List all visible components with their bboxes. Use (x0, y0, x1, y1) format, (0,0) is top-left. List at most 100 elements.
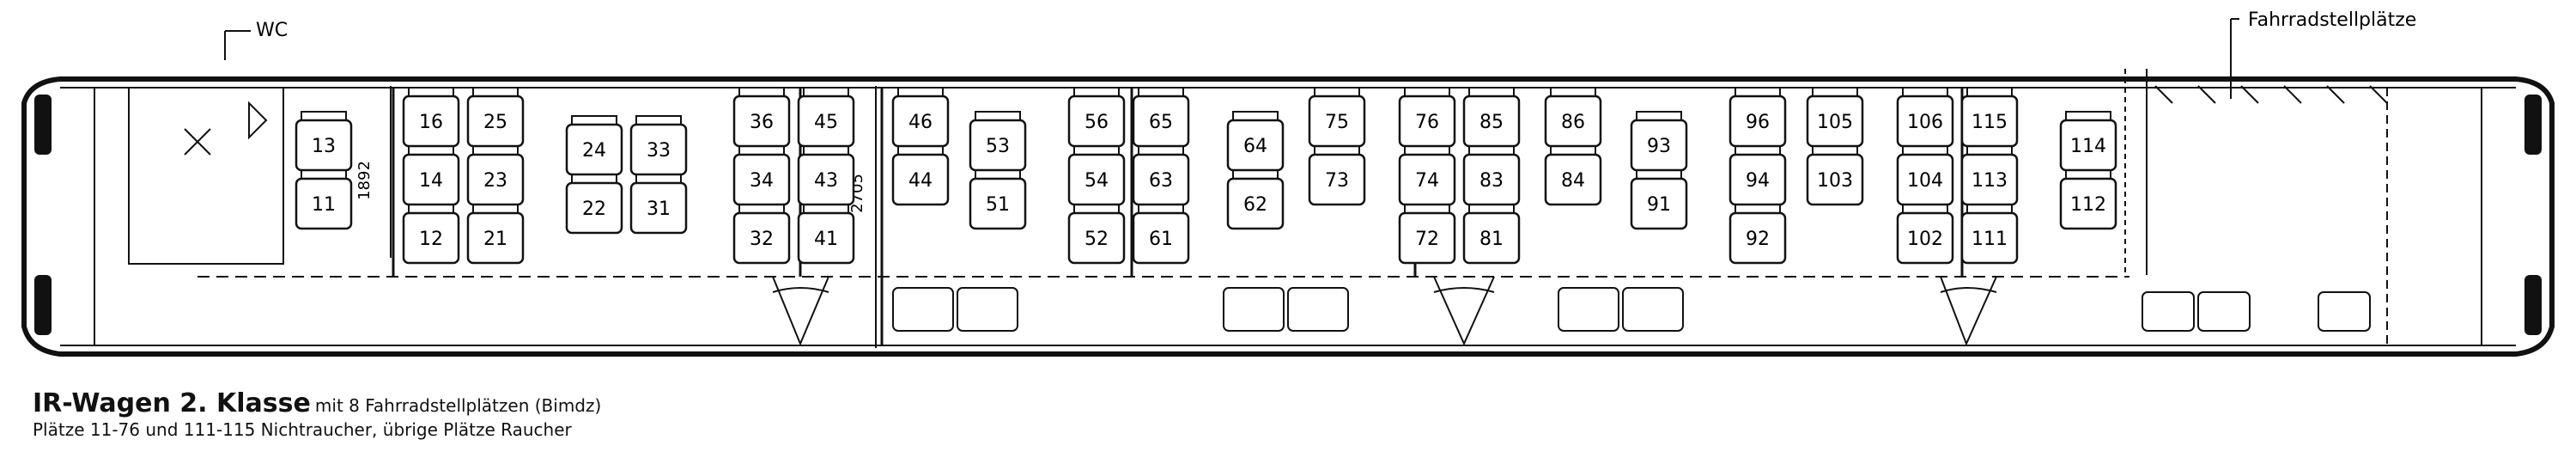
seat-number: 32 (750, 229, 774, 250)
seat-number: 53 (986, 136, 1010, 157)
car-body (21, 76, 2555, 357)
seat-number: 115 (1971, 112, 2008, 133)
seat-number: 114 (2070, 136, 2106, 157)
seat-box (1398, 95, 1456, 148)
seat-number: 13 (312, 136, 336, 157)
seat-number: 61 (1149, 229, 1173, 250)
seat-22: 22 (565, 174, 623, 235)
seat-25: 25 (466, 87, 525, 148)
seat-12: 12 (402, 204, 460, 265)
seat-number: 36 (750, 112, 774, 133)
seat-86: 86 (1544, 87, 1602, 148)
seat-box (295, 177, 353, 230)
seat-box (1132, 153, 1190, 206)
seat-number: 75 (1325, 112, 1349, 133)
seat-box (891, 95, 950, 148)
seat-box (797, 95, 855, 148)
seat-32: 32 (732, 204, 791, 265)
seat-box (1462, 95, 1521, 148)
seat-box (1132, 95, 1190, 148)
seat-box (565, 123, 623, 176)
seat-number: 33 (647, 140, 671, 162)
seat-91: 91 (1630, 169, 1688, 230)
seat-31: 31 (629, 174, 688, 235)
seat-11: 11 (295, 169, 353, 230)
seat-75: 75 (1308, 87, 1366, 148)
seat-box (1398, 153, 1456, 206)
seat-number: 113 (1971, 170, 2008, 192)
seat-number: 31 (647, 198, 671, 220)
seat-box (969, 177, 1027, 230)
seat-box (1132, 211, 1190, 265)
seat-number: 86 (1561, 112, 1585, 133)
seat-number: 91 (1647, 194, 1671, 216)
seat-41: 41 (797, 204, 855, 265)
seat-46: 46 (891, 87, 950, 148)
seat-92: 92 (1728, 204, 1787, 265)
seat-box (1728, 153, 1787, 206)
seat-box (1960, 153, 2019, 206)
seat-number: 23 (483, 170, 507, 192)
seat-33: 33 (629, 115, 688, 176)
seat-box (295, 119, 353, 172)
seat-number: 16 (419, 112, 443, 133)
seat-number: 14 (419, 170, 443, 192)
seat-box (1806, 95, 1864, 148)
seat-65: 65 (1132, 87, 1190, 148)
seat-number: 73 (1325, 170, 1349, 192)
seat-number: 52 (1084, 229, 1109, 250)
seat-box (797, 211, 855, 265)
seat-box (466, 211, 525, 265)
seat-number: 96 (1746, 112, 1770, 133)
seat-box (1806, 153, 1864, 206)
seat-box (2059, 177, 2117, 230)
seat-box (466, 153, 525, 206)
seat-box (969, 119, 1027, 172)
seat-box (402, 211, 460, 265)
seat-number: 24 (582, 140, 606, 162)
seat-24: 24 (565, 115, 623, 176)
wc-label: WC (256, 20, 288, 41)
seat-111: 111 (1960, 204, 2019, 265)
seat-74: 74 (1398, 145, 1456, 206)
seat-72: 72 (1398, 204, 1456, 265)
seat-box (1960, 95, 2019, 148)
seat-51: 51 (969, 169, 1027, 230)
seat-52: 52 (1067, 204, 1126, 265)
seat-94: 94 (1728, 145, 1787, 206)
seat-box (565, 181, 623, 235)
seat-45: 45 (797, 87, 855, 148)
seat-number: 103 (1817, 170, 1853, 192)
seat-number: 104 (1907, 170, 1943, 192)
seat-box (1462, 211, 1521, 265)
seat-number: 94 (1746, 170, 1770, 192)
seat-number: 21 (483, 229, 507, 250)
seat-number: 46 (908, 112, 933, 133)
seat-106: 106 (1896, 87, 1954, 148)
seat-number: 51 (986, 194, 1010, 216)
seat-box (797, 153, 855, 206)
seat-box (1896, 153, 1954, 206)
seat-103: 103 (1806, 145, 1864, 206)
seat-number: 54 (1084, 170, 1109, 192)
seat-61: 61 (1132, 204, 1190, 265)
seat-number: 34 (750, 170, 774, 192)
seat-number: 105 (1817, 112, 1853, 133)
seat-number: 93 (1647, 136, 1671, 157)
seat-number: 83 (1479, 170, 1504, 192)
seat-14: 14 (402, 145, 460, 206)
seat-number: 76 (1415, 112, 1439, 133)
seat-43: 43 (797, 145, 855, 206)
seat-number: 81 (1479, 229, 1504, 250)
seat-64: 64 (1226, 111, 1285, 172)
seat-73: 73 (1308, 145, 1366, 206)
seat-13: 13 (295, 111, 353, 172)
dimension-lines (390, 86, 877, 348)
seat-number: 12 (419, 229, 443, 250)
seat-56: 56 (1067, 87, 1126, 148)
seat-number: 22 (582, 198, 606, 220)
seat-number: 65 (1149, 112, 1173, 133)
seat-box (402, 153, 460, 206)
